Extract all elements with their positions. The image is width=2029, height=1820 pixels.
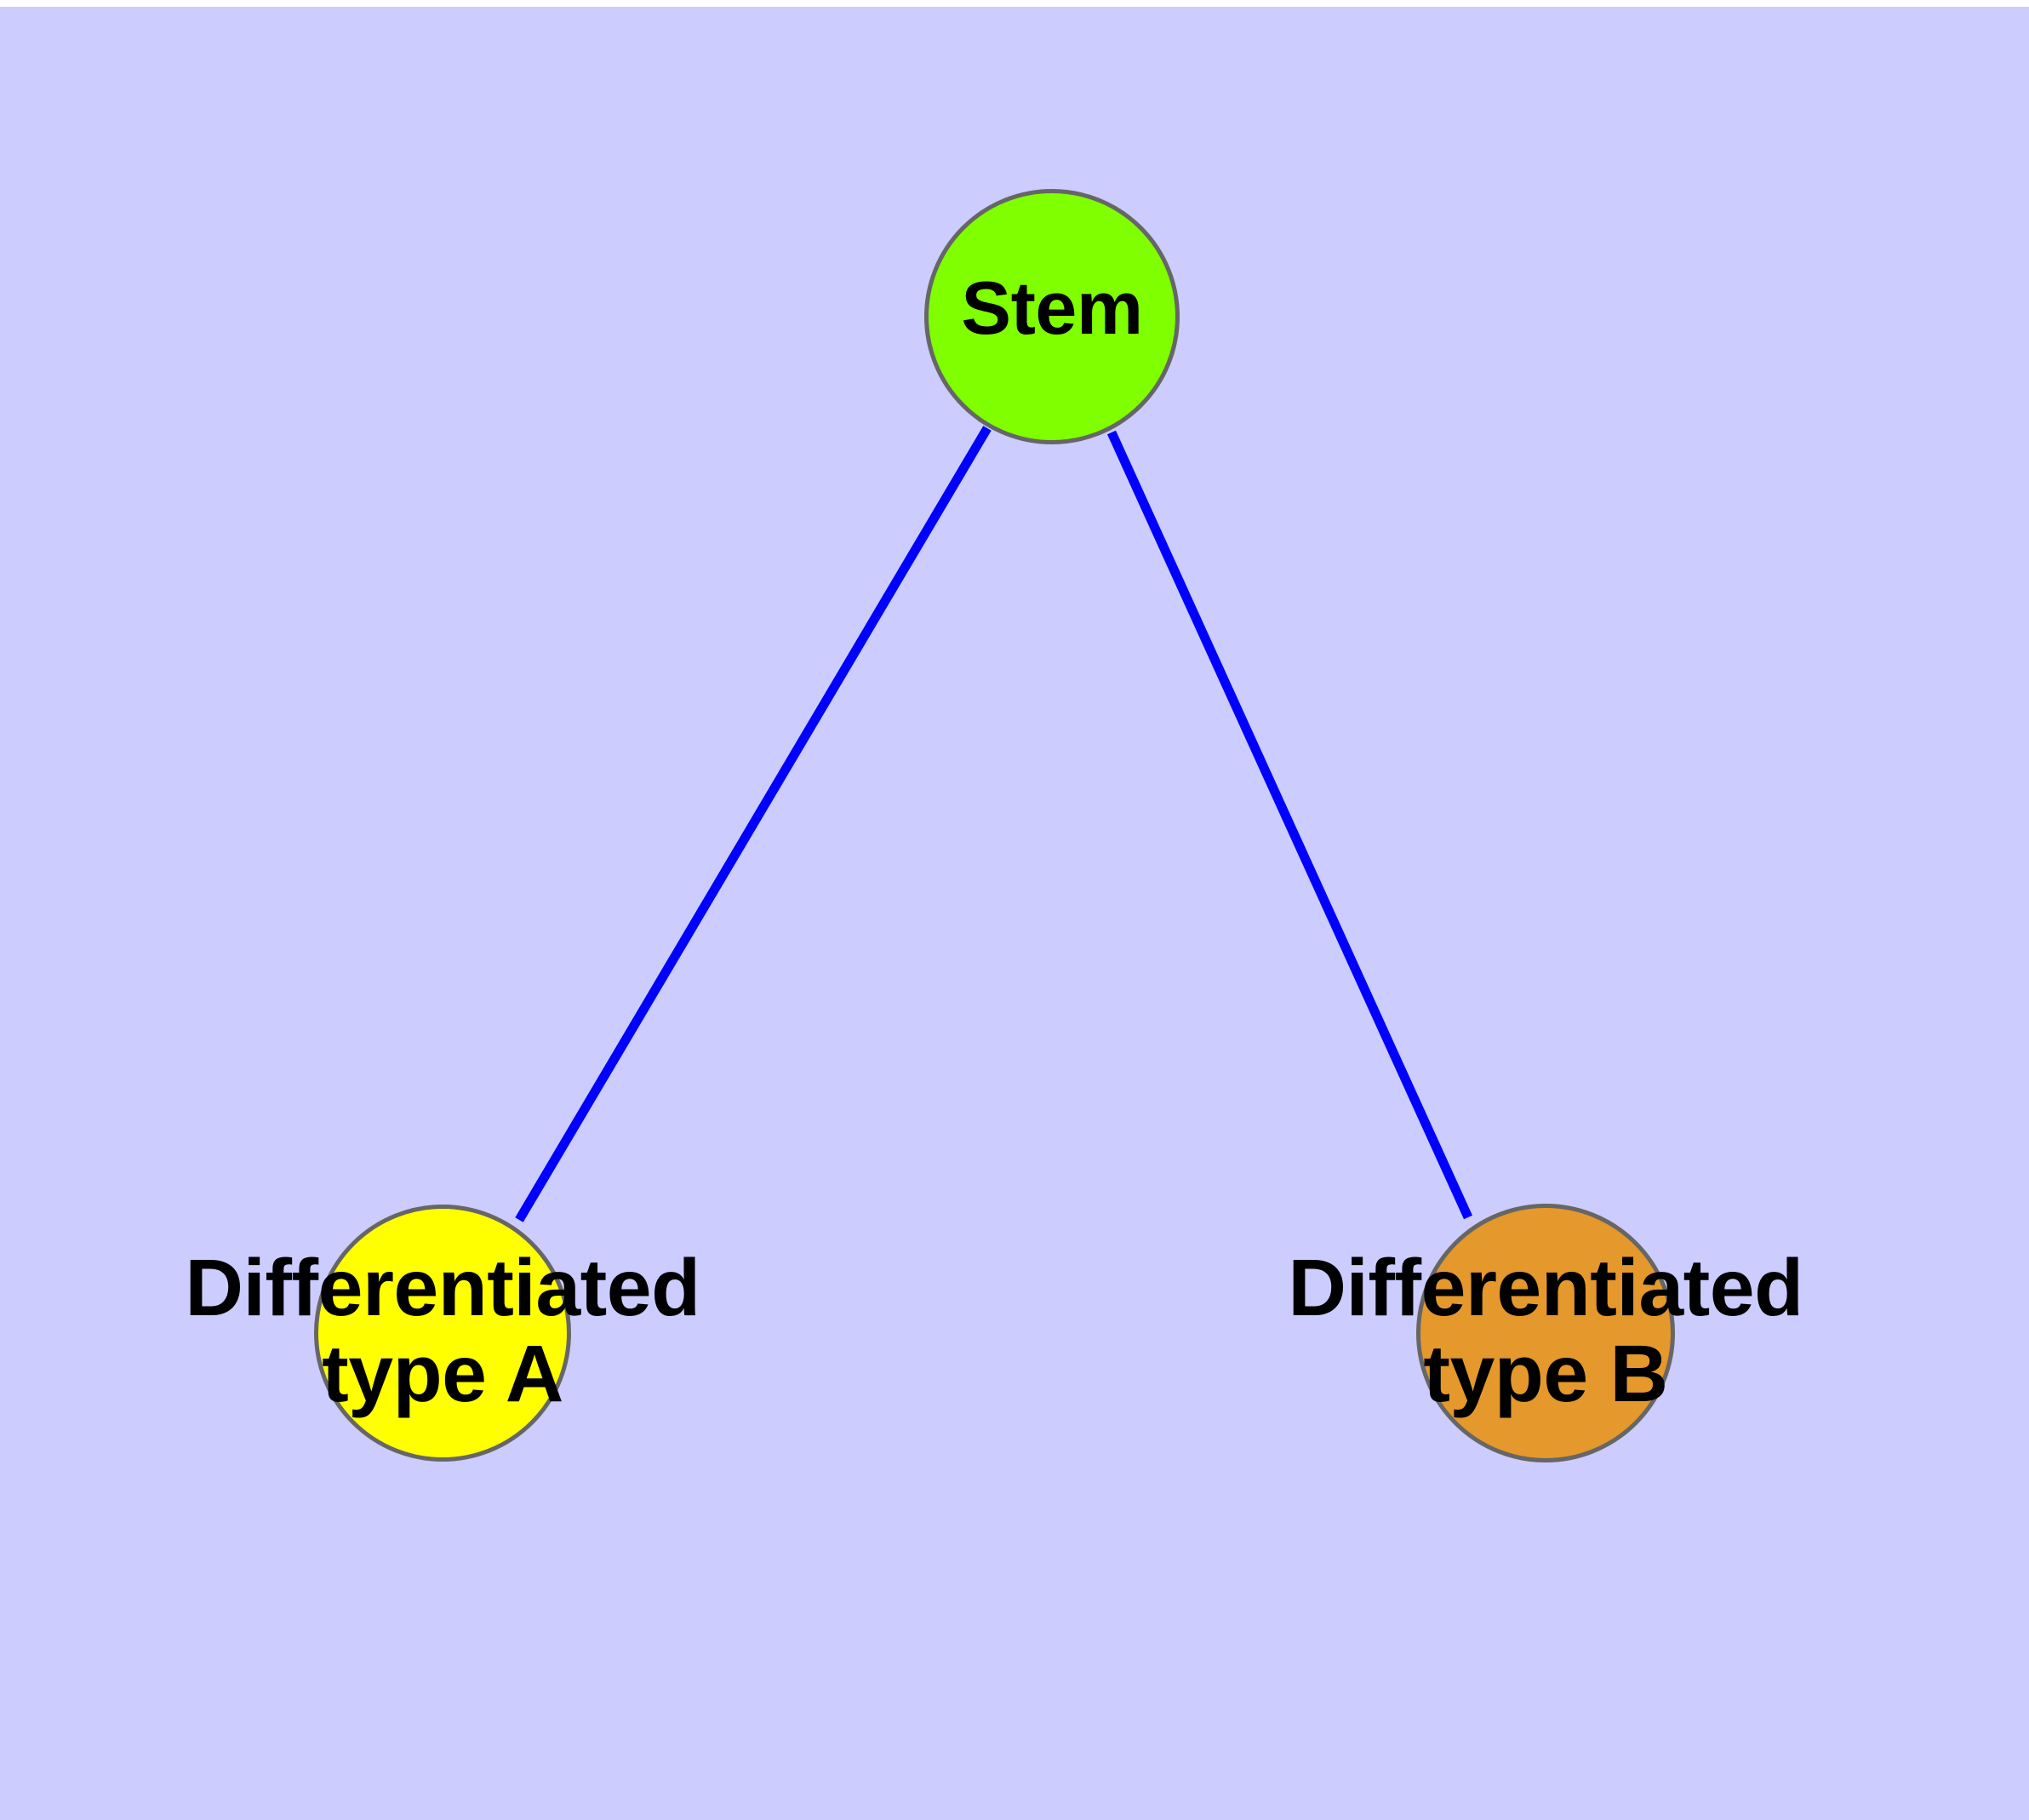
node-differentiated-type-a[interactable] [314, 1205, 571, 1462]
node-differentiated-type-b[interactable] [1416, 1204, 1675, 1462]
node-layer [314, 189, 1675, 1462]
edge-stem-to-differentiated-type-b[interactable] [1106, 430, 1473, 1220]
edge-stem-to-differentiated-type-a[interactable] [515, 426, 992, 1222]
edge-layer [515, 426, 1473, 1222]
node-stem[interactable] [924, 189, 1180, 444]
